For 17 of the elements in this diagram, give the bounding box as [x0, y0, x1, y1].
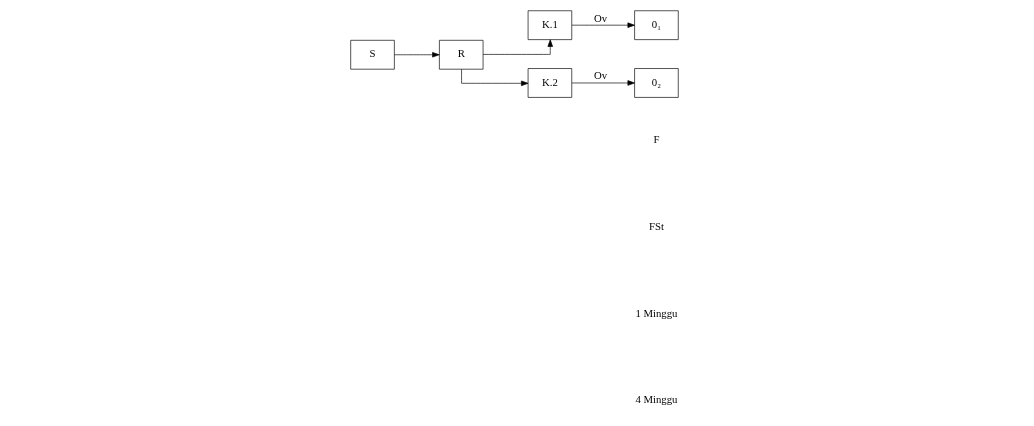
node-box: K.1: [527, 10, 573, 40]
arrow: [482, 39, 553, 55]
node-box: K.2: [527, 68, 573, 98]
arrow: [571, 22, 635, 28]
arrow: [394, 52, 440, 58]
label: FSt: [648, 220, 664, 232]
label: 4 Minggu: [635, 393, 678, 406]
label: F: [653, 133, 660, 146]
node-box: R: [439, 39, 484, 70]
node-box: 0₂: [634, 68, 679, 98]
node-box: S: [350, 39, 395, 70]
arrow: [461, 69, 529, 86]
edge-label: Ov: [594, 69, 608, 82]
node-box: 0₁: [634, 10, 679, 40]
edge-label: Ov: [594, 11, 608, 24]
arrow: [571, 80, 635, 86]
label: 1 Minggu: [635, 306, 678, 319]
